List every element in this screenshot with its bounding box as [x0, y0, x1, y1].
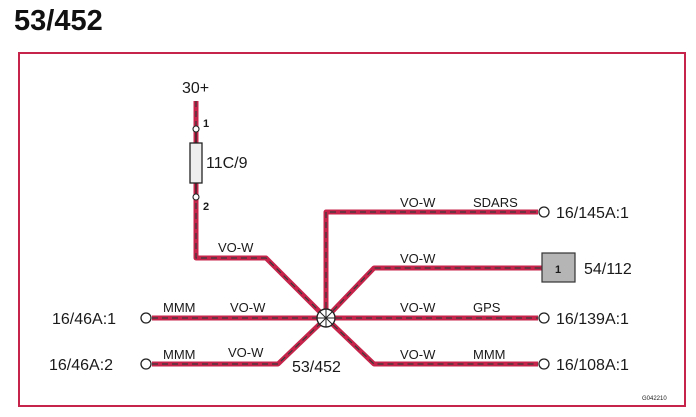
wire-name-mmm-right: MMM	[473, 347, 506, 362]
splice-label: 53/452	[292, 359, 341, 376]
wire-color-mmm-left-bottom: VO-W	[228, 345, 264, 360]
fuse-pin-1-dot	[192, 125, 200, 133]
splice-node	[316, 308, 336, 328]
wire-color-power-feed: VO-W	[218, 240, 254, 255]
connector-16-46a-1-label: 16/46A:1	[52, 311, 116, 328]
wire-name-mmm-left-top: MMM	[163, 300, 196, 315]
connector-box-54-112	[541, 252, 576, 283]
connector-16-46a-2-label: 16/46A:2	[49, 357, 113, 374]
wire-color-unit-54-112: VO-W	[400, 251, 436, 266]
connector-16-108a-1-label: 16/108A:1	[556, 357, 629, 374]
wire-name-mmm-left-bottom: MMM	[163, 347, 196, 362]
fuse-pin-2-dot	[192, 193, 200, 201]
wire-unit-54-112	[324, 265, 542, 320]
wire-color-mmm-right: VO-W	[400, 347, 436, 362]
terminal-16-46a-2	[140, 358, 152, 370]
fuse-pin-bottom-label: 2	[203, 201, 209, 213]
power-label: 30+	[182, 80, 209, 97]
connector-16-145a-1-label: 16/145A:1	[556, 205, 629, 222]
wire-name-gps: GPS	[473, 300, 501, 315]
terminal-16-139a-1	[538, 312, 550, 324]
wire-sdars	[323, 209, 538, 318]
connector-16-139a-1-label: 16/139A:1	[556, 311, 629, 328]
terminal-16-46a-1	[140, 312, 152, 324]
wire-name-sdars: SDARS	[473, 195, 518, 210]
connector-54-112-pin-label: 1	[555, 264, 561, 276]
wire-mmm-right	[324, 316, 538, 367]
diagram-frame	[18, 52, 686, 407]
figure-code: G042210	[642, 396, 667, 402]
page-title: 53/452	[14, 5, 103, 37]
wire-color-sdars: VO-W	[400, 195, 436, 210]
fuse-11c-9	[189, 125, 203, 201]
terminal-16-145a-1	[538, 206, 550, 218]
wire-color-mmm-left-top: VO-W	[230, 300, 266, 315]
wire-mmm-left-bottom	[152, 316, 328, 367]
wire-power-feed	[193, 101, 328, 320]
terminal-16-108a-1	[538, 358, 550, 370]
wire-color-gps: VO-W	[400, 300, 436, 315]
fuse-pin-top-label: 1	[203, 118, 209, 130]
fuse-label: 11C/9	[206, 155, 248, 172]
connector-54-112-label: 54/112	[584, 261, 632, 278]
